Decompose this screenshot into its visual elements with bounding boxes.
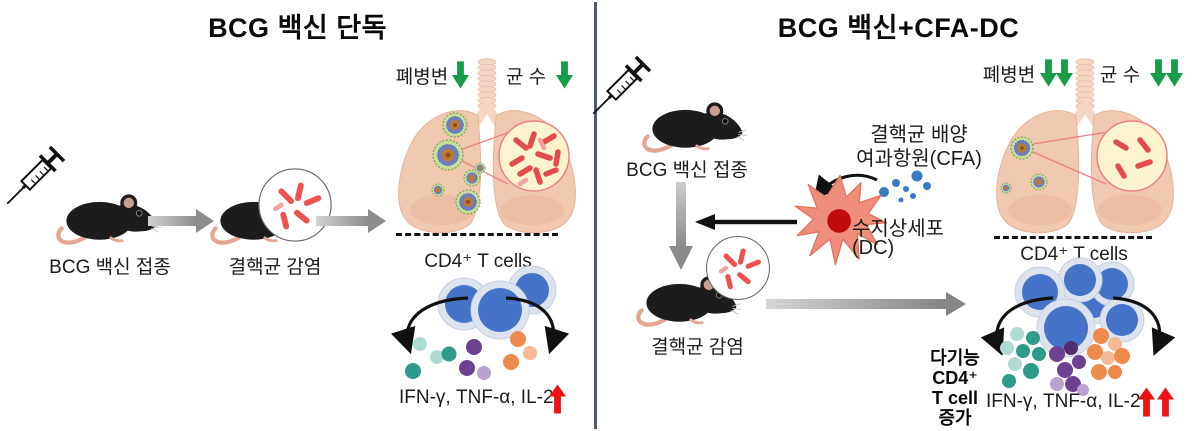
left-panel-title: BCG 백신 단독 — [208, 13, 387, 43]
increase-arrow-icon — [1157, 386, 1174, 418]
left-step2-label: 결핵균 감염 — [228, 257, 322, 278]
decrease-arrow-icon — [556, 60, 573, 90]
poly-line1: 다기능 — [930, 348, 980, 368]
separator-dashed-line — [396, 233, 558, 236]
bacteria-magnifier-icon — [256, 166, 334, 244]
dc-label-line2: (DC) — [852, 237, 895, 259]
arrow-left-black-icon — [695, 212, 797, 232]
decrease-arrow-icon — [1040, 58, 1057, 88]
curved-arrow-left-icon — [980, 292, 1058, 360]
dendritic-cell — [790, 168, 890, 272]
granulomas — [1000, 136, 1048, 194]
decrease-arrow-icon — [1166, 58, 1183, 88]
cytokine-dots — [402, 330, 552, 395]
arrow-right-icon — [316, 208, 386, 234]
left-step1-label: BCG 백신 접종 — [49, 257, 171, 278]
lungs-many-lesions — [388, 58, 586, 236]
curved-arrow-right-icon — [500, 292, 570, 357]
bacteria-magnifier-icon — [704, 234, 772, 302]
syringe-icon — [0, 144, 67, 213]
cfa-label-line1: 결핵균 배양 — [870, 124, 968, 146]
right-cytokines-label: IFN-γ, TNF-α, IL-2 — [986, 391, 1141, 412]
poly-line2: CD4⁺ — [932, 368, 978, 388]
left-bacteria-count-label: 균 수 — [505, 67, 547, 88]
cd4-tcell-cluster-expanded — [1002, 254, 1154, 366]
right-bacteria-count-label: 균 수 — [1099, 65, 1141, 86]
right-panel-title: BCG 백신+CFA-DC — [777, 13, 1020, 43]
arrow-right-icon — [766, 291, 966, 317]
right-step2-label: 결핵균 감염 — [651, 337, 744, 358]
right-tcell-label: CD4⁺ T cells — [1020, 244, 1128, 265]
left-lung-lesion-label: 폐병변 — [395, 67, 449, 88]
separator-dashed-line — [994, 236, 1152, 239]
cytokine-dots-expanded — [995, 326, 1135, 406]
left-cytokines-label: IFN-γ, TNF-α, IL-2 — [399, 387, 554, 408]
right-step1-label: BCG 백신 접종 — [626, 160, 748, 181]
decrease-arrow-icon — [1056, 58, 1073, 88]
mouse-vaccinated — [642, 96, 747, 156]
panel-divider — [594, 2, 597, 429]
curved-arrow-left-icon — [390, 292, 473, 357]
left-tcell-label: CD4⁺ T cells — [424, 251, 532, 272]
lungs-few-lesions — [986, 58, 1184, 236]
cfa-label-line2: 여과항원(CFA) — [856, 148, 982, 170]
poly-line3: T cell — [931, 388, 979, 408]
decrease-arrow-icon — [452, 60, 469, 90]
mouse-vaccinated — [56, 188, 161, 248]
increase-arrow-icon — [1138, 386, 1155, 418]
polyfunctional-tcell-note: 다기능 CD4⁺ T cell 증가 — [916, 348, 994, 428]
syringe-icon — [583, 54, 652, 123]
dc-label-line1: 수지상세포 — [852, 218, 944, 240]
cfa-antigen-dots — [872, 162, 936, 206]
arrow-right-icon — [148, 208, 214, 234]
curved-arrow-right-icon — [1108, 292, 1176, 360]
curved-arrow-to-dc-icon — [805, 172, 883, 202]
decrease-arrow-icon — [1150, 58, 1167, 88]
right-lung-lesion-label: 폐병변 — [982, 65, 1036, 86]
arrow-down-icon — [668, 182, 694, 270]
poly-line4: 증가 — [938, 408, 972, 428]
increase-arrow-icon — [549, 383, 566, 415]
granulomas — [431, 112, 486, 215]
